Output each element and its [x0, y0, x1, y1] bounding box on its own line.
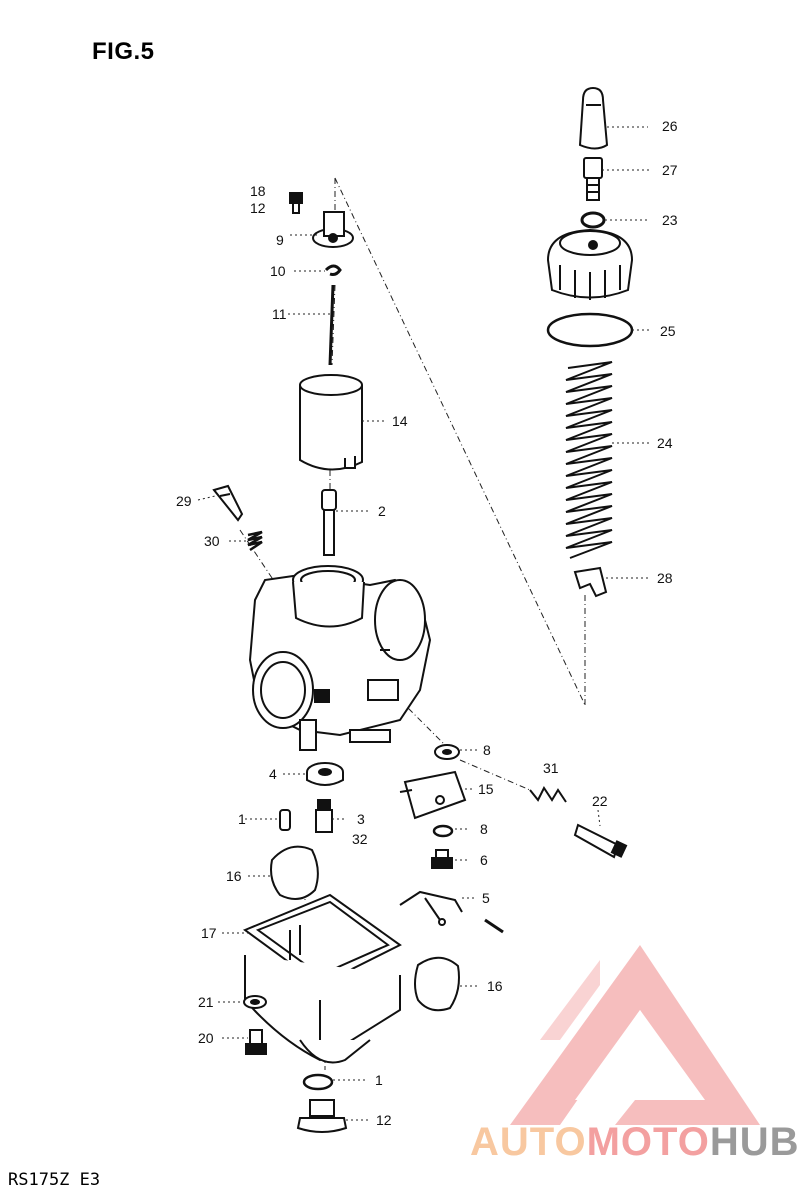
callout-31: 31	[543, 760, 559, 776]
callout-25: 25	[660, 323, 676, 339]
callout-16-left: 16	[226, 868, 242, 884]
callout-2: 2	[378, 503, 386, 519]
callout-21: 21	[198, 994, 214, 1010]
part-20-screw	[245, 1029, 267, 1055]
part-5-float-arm	[399, 890, 463, 926]
part-29-air-screw	[212, 484, 244, 522]
callout-14: 14	[392, 413, 408, 429]
part-18-screw	[289, 192, 303, 214]
callout-18: 18	[250, 183, 266, 199]
part-3-jet	[315, 799, 333, 833]
part-small-pin	[484, 918, 504, 934]
part-30-air-screw-spring	[247, 530, 263, 552]
part-28-needle-retainer	[573, 566, 608, 598]
part-2-needle-jet	[321, 489, 337, 556]
callout-3: 3	[357, 811, 365, 827]
callout-28: 28	[657, 570, 673, 586]
callout-15: 15	[478, 781, 494, 797]
part-16-float-left	[270, 845, 319, 900]
callout-labels: 26 27 23 25 24 28 18 12 9 10 11 14 29 2 …	[176, 118, 678, 1128]
part-24-throttle-spring	[565, 361, 613, 559]
part-27-adjuster-bolt	[583, 157, 603, 201]
part-12-drain-plug	[296, 1099, 348, 1133]
part-14-throttle-valve	[299, 374, 363, 471]
part-23-nut	[580, 211, 606, 229]
callout-20: 20	[198, 1030, 214, 1046]
part-1-o-ring	[302, 1073, 334, 1091]
part-carburetor-body	[248, 565, 432, 751]
part-22-idle-screw	[573, 823, 628, 859]
part-17-gasket-and-float-chamber	[242, 893, 402, 1064]
callout-9: 9	[276, 232, 284, 248]
callout-5: 5	[482, 890, 490, 906]
part-8-washer-top	[434, 744, 460, 760]
watermark-moto: MOTO	[586, 1120, 710, 1164]
part-31-spring	[529, 786, 567, 803]
callout-17: 17	[201, 925, 217, 941]
callout-27: 27	[662, 162, 678, 178]
callout-22: 22	[592, 793, 608, 809]
watermark-logo	[510, 945, 760, 1125]
callout-24: 24	[657, 435, 673, 451]
part-16-float-right	[414, 956, 460, 1012]
callout-16-right: 16	[487, 978, 503, 994]
watermark-text: AUTOMOTOHUB	[470, 1120, 800, 1165]
callout-11: 11	[272, 306, 287, 322]
part-26-cable-adjuster-cap	[578, 86, 609, 150]
watermark-hub: HUB	[709, 1120, 800, 1164]
callout-1-upper: 1	[238, 811, 246, 827]
part-15-float-arm-plate	[399, 770, 467, 820]
watermark-auto: AUTO	[470, 1120, 587, 1164]
callout-12-bottom: 12	[376, 1112, 392, 1128]
callout-12-top: 12	[250, 200, 266, 216]
part-25-o-ring	[546, 312, 634, 348]
part-10-needle-clip	[324, 264, 342, 276]
part-21-washer	[243, 995, 267, 1009]
part-6-needle-valve	[431, 849, 453, 869]
callout-8-top: 8	[483, 742, 491, 758]
leader-lines	[197, 126, 650, 1121]
callout-26: 26	[662, 118, 678, 134]
callout-32: 32	[352, 831, 368, 847]
part-4-washer	[306, 762, 344, 786]
figure-code: RS175Z E3	[8, 1170, 101, 1190]
callout-30: 30	[204, 533, 220, 549]
part-8-washer-bottom	[432, 824, 454, 838]
part-carburetor-top-cap	[546, 228, 634, 300]
callout-23: 23	[662, 212, 678, 228]
callout-6: 6	[480, 852, 488, 868]
callout-10: 10	[270, 263, 286, 279]
callout-29: 29	[176, 493, 192, 509]
figure-title: FIG.5	[92, 38, 155, 65]
callout-4: 4	[269, 766, 277, 782]
part-9-cable-holder	[312, 211, 354, 248]
callout-1-lower: 1	[375, 1072, 383, 1088]
callout-8-mid: 8	[480, 821, 488, 837]
part-1-jet	[279, 809, 291, 831]
part-11-jet-needle	[328, 284, 335, 366]
